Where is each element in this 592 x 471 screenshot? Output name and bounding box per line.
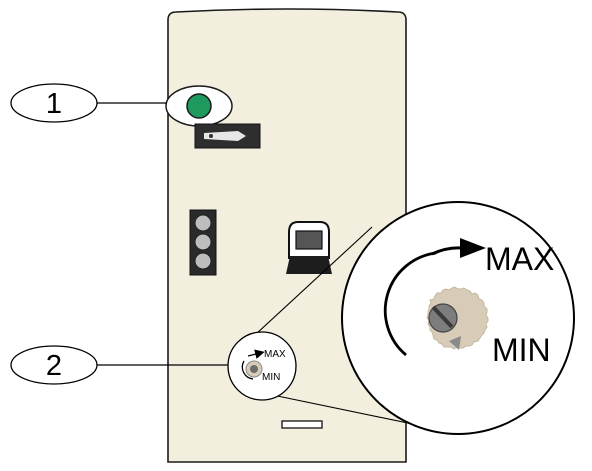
callout-2-number: 2	[46, 350, 62, 382]
max-label: MAX	[485, 241, 554, 277]
magnifier-connector-top	[241, 226, 373, 348]
callout-1-bubble	[10, 83, 98, 123]
callout-2-bubble	[10, 345, 98, 385]
slide-switch	[194, 123, 261, 149]
rotation-arc	[383, 251, 437, 357]
callout-1-number: 1	[46, 88, 62, 120]
rotation-arrowhead	[460, 238, 486, 258]
small-max-label: MAX	[264, 349, 286, 360]
magnified-adjuster: MAX MIN	[341, 201, 575, 435]
knob-indicator	[449, 336, 461, 350]
status-led	[186, 93, 212, 119]
small-adjuster: MAX MIN	[227, 331, 297, 401]
min-label: MIN	[492, 332, 551, 368]
small-min-label: MIN	[262, 372, 280, 383]
tamper-switch	[286, 221, 332, 274]
knob-screw-slot	[431, 305, 454, 329]
bottom-slot	[281, 420, 323, 429]
rotation-arrow	[431, 246, 463, 256]
terminal-block	[189, 209, 217, 276]
